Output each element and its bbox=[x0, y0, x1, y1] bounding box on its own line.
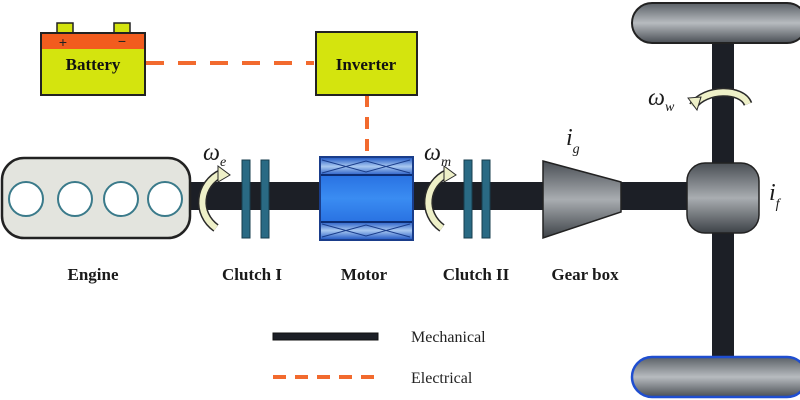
omega-m-symbol: ωm bbox=[424, 140, 451, 170]
rotation-arrow-motor-icon bbox=[423, 165, 457, 232]
gearbox bbox=[542, 160, 622, 240]
rotation-arrow-engine-icon bbox=[197, 165, 231, 232]
engine-cylinder bbox=[147, 181, 183, 217]
omega-w-symbol: ωw bbox=[648, 85, 675, 115]
output-shaft bbox=[615, 182, 695, 210]
axle-lower bbox=[712, 230, 734, 360]
clutch-2 bbox=[463, 159, 491, 239]
battery-plus-sign: + bbox=[59, 34, 67, 50]
clutch-1-label: Clutch I bbox=[222, 265, 282, 284]
legend-mechanical-label: Mechanical bbox=[411, 329, 486, 346]
motor bbox=[319, 156, 414, 241]
omega-e-symbol: ωe bbox=[203, 140, 226, 170]
axle-upper bbox=[712, 40, 734, 170]
gearbox-label: Gear box bbox=[551, 265, 619, 284]
clutch-1 bbox=[241, 159, 270, 239]
wheel-top bbox=[631, 2, 800, 44]
inverter-label: Inverter bbox=[336, 55, 397, 74]
engine bbox=[0, 156, 192, 240]
engine-cylinder bbox=[8, 181, 44, 217]
wheel-bottom bbox=[630, 355, 800, 399]
engine-cylinder bbox=[57, 181, 93, 217]
battery-terminal-positive bbox=[56, 22, 74, 34]
legend: Mechanical Electrical bbox=[272, 329, 486, 387]
legend-mechanical-swatch bbox=[272, 332, 379, 341]
rotation-arrow-wheel-icon bbox=[687, 87, 753, 112]
inverter: Inverter bbox=[315, 31, 418, 96]
engine-label: Engine bbox=[67, 265, 118, 284]
legend-electrical-label: Electrical bbox=[411, 370, 473, 387]
engine-cylinder bbox=[103, 181, 139, 217]
battery-label: Battery bbox=[66, 55, 121, 74]
battery: + − Battery bbox=[40, 22, 146, 96]
i-f-symbol: if bbox=[769, 180, 782, 212]
clutch-2-label: Clutch II bbox=[443, 265, 510, 284]
i-g-symbol: ig bbox=[566, 125, 580, 157]
battery-terminal-negative bbox=[113, 22, 131, 34]
differential bbox=[686, 162, 760, 234]
battery-minus-sign: − bbox=[118, 33, 126, 49]
motor-label: Motor bbox=[341, 265, 388, 284]
